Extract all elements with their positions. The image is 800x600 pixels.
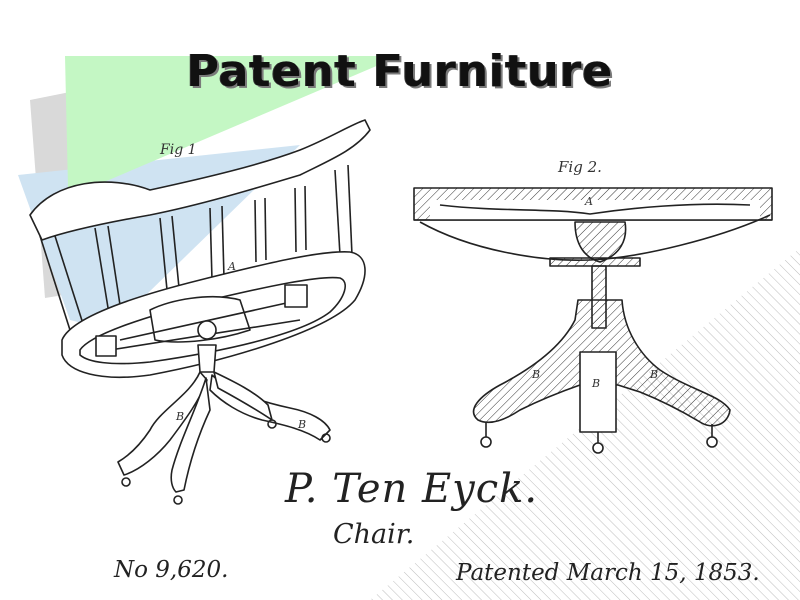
chair-caster <box>173 495 183 505</box>
part-letter: B <box>175 410 184 423</box>
figure-1-chair <box>29 119 371 505</box>
chair-spindle <box>54 235 86 331</box>
chair-pivot <box>197 320 217 340</box>
chair-spindle <box>94 227 111 321</box>
part-letter: B <box>531 368 540 381</box>
chair-mechanism-bracket <box>284 284 308 308</box>
chair-spindle <box>107 225 123 319</box>
chair-spindle <box>294 187 297 253</box>
chair-spindle <box>334 169 341 256</box>
chair-spindle <box>304 185 307 251</box>
section-cross-plate <box>549 257 641 267</box>
figure-2-section <box>413 187 773 454</box>
chair-spindle <box>39 235 71 331</box>
section-spring-inner <box>439 203 751 215</box>
chair-spindle <box>221 205 225 279</box>
chair-mechanism-bracket <box>95 335 117 357</box>
patent-date: Patented March 15, 1853. <box>456 560 760 586</box>
slide-title: Patent Furniture <box>186 46 614 97</box>
chair-spindle <box>254 199 257 263</box>
part-letter: B <box>297 418 306 431</box>
section-caster <box>592 442 604 454</box>
green-accent-shape <box>65 56 400 188</box>
chair-pedestal <box>197 344 217 373</box>
chair-caster <box>267 419 277 429</box>
chair-back-rail <box>29 119 371 241</box>
chair-mechanism-plate <box>149 295 251 343</box>
chair-spindle <box>209 207 213 281</box>
patent-subject: Chair. <box>333 519 415 550</box>
chair-spindle <box>171 215 181 299</box>
inventor-signature: P. Ten Eyck. <box>285 466 539 512</box>
part-letter: A <box>584 195 593 208</box>
section-caster <box>706 436 718 448</box>
section-column <box>579 351 617 433</box>
figure-1-label: Fig 1 <box>160 142 197 158</box>
figure-2-label: Fig 2. <box>558 158 602 176</box>
part-letter: B <box>649 368 658 381</box>
chair-spindle <box>159 217 169 301</box>
chair-spindle <box>264 197 267 261</box>
chair-leg-back <box>213 371 273 421</box>
section-seat-cavity <box>430 200 760 220</box>
chair-caster <box>121 477 131 487</box>
chair-leg-left <box>117 371 208 476</box>
patent-number: No 9,620. <box>114 557 229 583</box>
chair-leg-front <box>170 377 211 493</box>
chair-spindle <box>347 164 353 256</box>
section-center-block <box>574 221 627 263</box>
part-letter: A <box>227 260 236 273</box>
part-letter: B <box>591 377 600 390</box>
chair-caster <box>321 433 331 443</box>
section-caster <box>480 436 492 448</box>
chair-mechanism-rod <box>119 299 301 341</box>
